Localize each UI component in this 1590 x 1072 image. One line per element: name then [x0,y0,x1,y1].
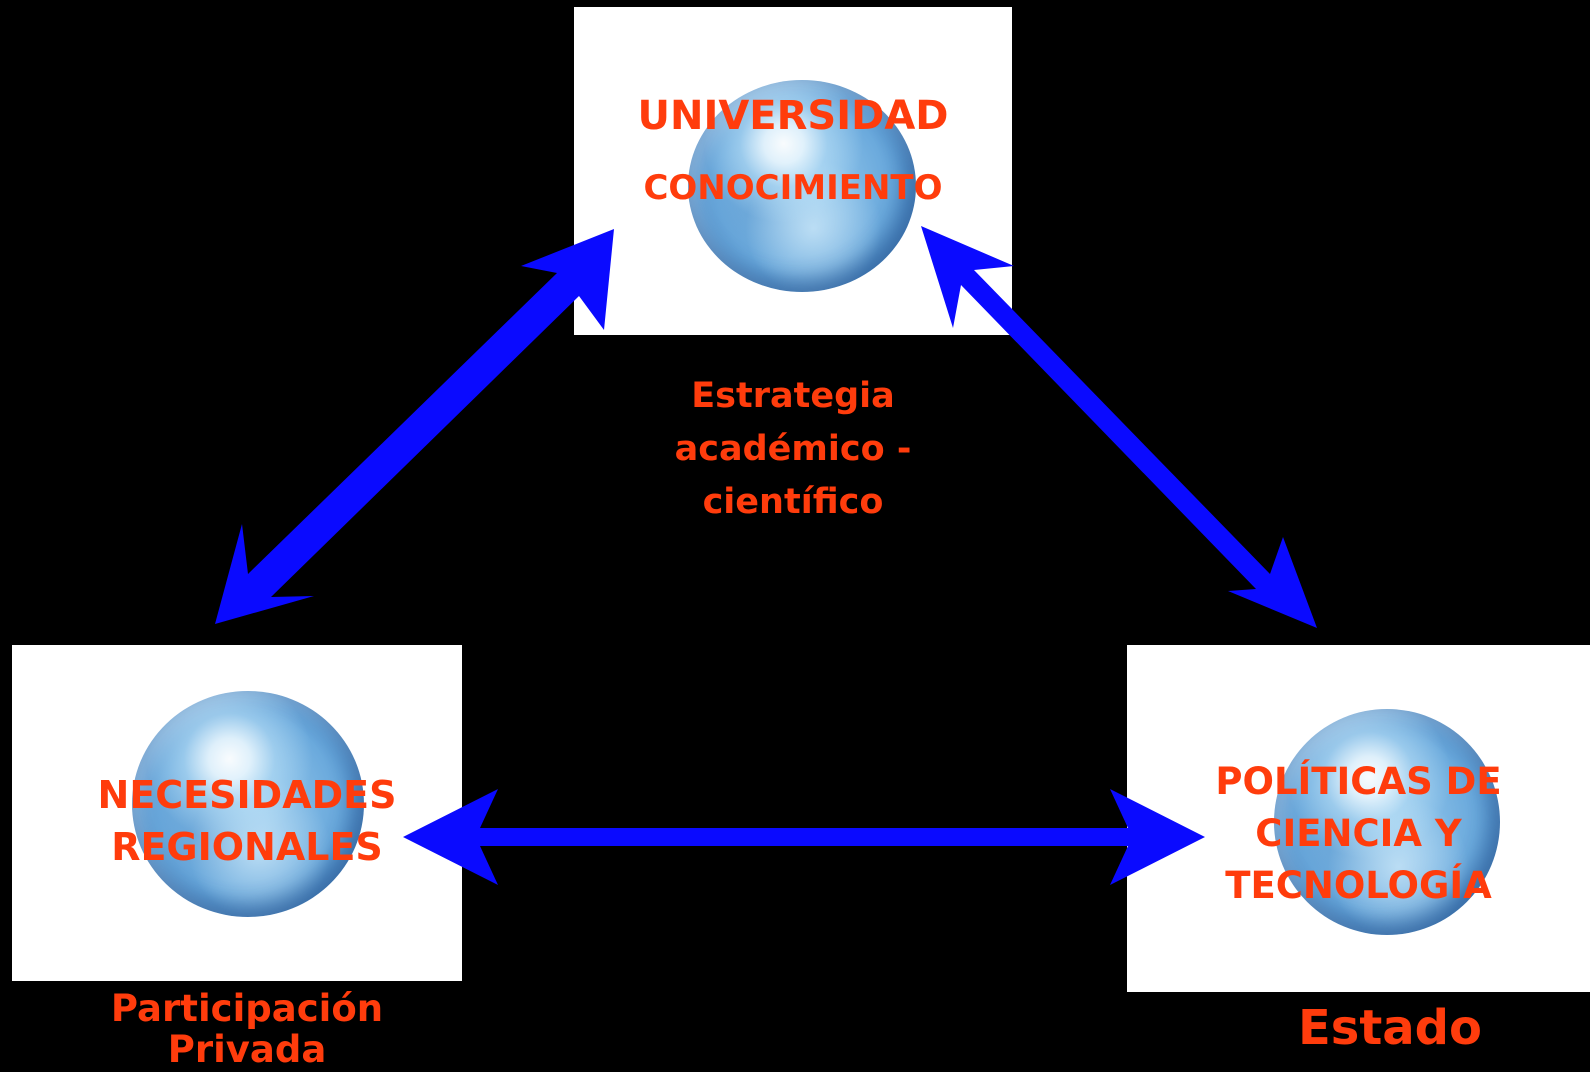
academico-caption: académico - [674,429,912,469]
estado-caption: Estado [1297,1000,1483,1056]
estrategia-caption: Estrategia [691,376,895,416]
politicas-label: POLÍTICAS DE [1215,760,1502,803]
globe-sphere-icon [1274,709,1500,935]
ciencia-label: CIENCIA Y [1255,812,1462,855]
universidad-node [574,7,1012,335]
politicas-node [1127,645,1590,992]
conocimiento-label: CONOCIMIENTO [643,168,943,208]
globe-sphere-icon [132,691,364,917]
arrow-necesidades-politicas [403,789,1205,885]
necesidades-node [12,645,462,981]
tecnologia-label: TECNOLOGÍA [1225,864,1492,907]
universidad-label: UNIVERSIDAD [637,93,949,139]
necesidades-label: NECESIDADES [97,773,397,817]
globe-sphere-icon [688,80,916,292]
arrow-universidad-necesidades [215,229,614,624]
arrow-universidad-politicas [921,226,1317,628]
regionales-label: REGIONALES [111,825,383,869]
participacion-caption: Participación [110,987,384,1030]
privada-caption: Privada [167,1028,327,1071]
cientifico-caption: científico [702,482,884,522]
